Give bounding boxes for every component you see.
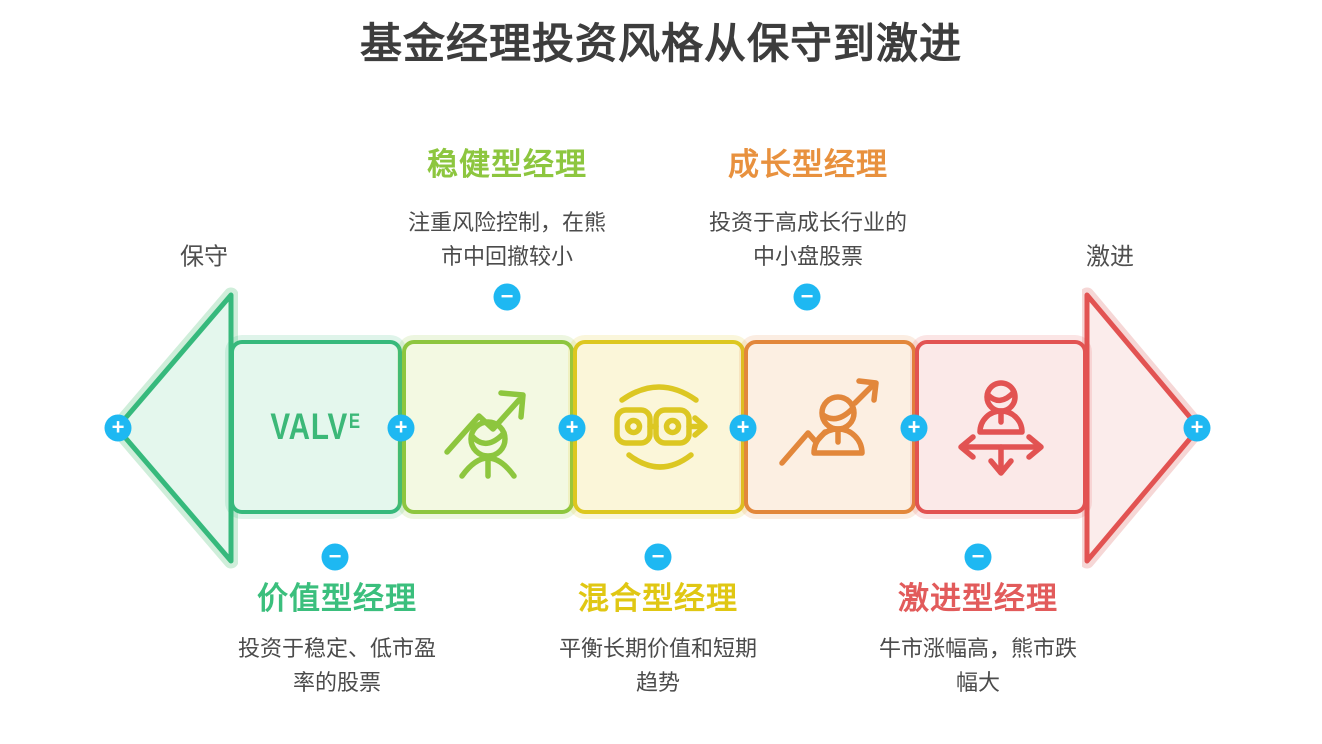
collapse-button-aggressive[interactable]: −: [964, 543, 992, 571]
manager-desc-steady: 注重风险控制，在熊市中回撤较小: [407, 210, 606, 269]
person-growth-line-icon: [444, 390, 526, 479]
callout-growth: 成长型经理 投资于高成长行业的中小盘股票: [638, 146, 978, 274]
callout-aggressive: 激进型经理 牛市涨幅高，熊市跌幅大: [808, 580, 1148, 700]
manager-name-growth: 成长型经理: [728, 147, 888, 182]
person-direction-arrows-icon: [958, 380, 1044, 476]
manager-desc-hybrid: 平衡长期价值和短期趋势: [558, 636, 757, 695]
expand-button-value-steady[interactable]: +: [387, 414, 415, 442]
manager-name-aggressive: 激进型经理: [898, 581, 1058, 616]
manager-desc-value: 投资于稳定、低市盈率的股票: [237, 636, 436, 695]
axis-label-aggressive: 激进: [1086, 243, 1134, 271]
valve-sup-text: E: [349, 410, 362, 433]
page-title: 基金经理投资风格从保守到激进: [359, 20, 962, 67]
callout-steady: 稳健型经理 注重风险控制，在熊市中回撤较小: [337, 146, 677, 274]
node-value-manager[interactable]: VALVE: [230, 340, 402, 514]
callout-hybrid: 混合型经理 平衡长期价值和短期趋势: [488, 580, 828, 700]
process-cycle-icon: [614, 384, 708, 470]
valve-text: VALV: [270, 406, 349, 447]
expand-button-aggressive-tip[interactable]: +: [1183, 414, 1211, 442]
expand-button-conservative-tip[interactable]: +: [104, 414, 132, 442]
right-arrowhead: [1082, 287, 1207, 569]
collapse-button-value[interactable]: −: [321, 543, 349, 571]
node-aggressive-manager[interactable]: [915, 340, 1087, 514]
left-arrowhead: [109, 287, 238, 569]
manager-desc-growth: 投资于高成长行业的中小盘股票: [708, 210, 907, 269]
expand-button-growth-aggressive[interactable]: +: [900, 414, 928, 442]
valve-value-icon: VALVE: [271, 406, 362, 448]
person-rising-arrow-icon: [779, 378, 879, 466]
manager-name-hybrid: 混合型经理: [578, 581, 738, 616]
collapse-button-steady[interactable]: −: [493, 283, 521, 311]
manager-desc-aggressive: 牛市涨幅高，熊市跌幅大: [878, 636, 1077, 695]
node-hybrid-manager[interactable]: [573, 340, 745, 514]
collapse-button-growth[interactable]: −: [793, 283, 821, 311]
manager-name-steady: 稳健型经理: [427, 147, 587, 182]
collapse-button-hybrid[interactable]: −: [644, 543, 672, 571]
manager-name-value: 价值型经理: [257, 581, 417, 616]
axis-label-conservative: 保守: [180, 243, 228, 271]
node-growth-manager[interactable]: [744, 340, 916, 514]
node-steady-manager[interactable]: [402, 340, 574, 514]
expand-button-steady-hybrid[interactable]: +: [558, 414, 586, 442]
callout-value: 价值型经理 投资于稳定、低市盈率的股票: [167, 580, 507, 700]
expand-button-hybrid-growth[interactable]: +: [729, 414, 757, 442]
